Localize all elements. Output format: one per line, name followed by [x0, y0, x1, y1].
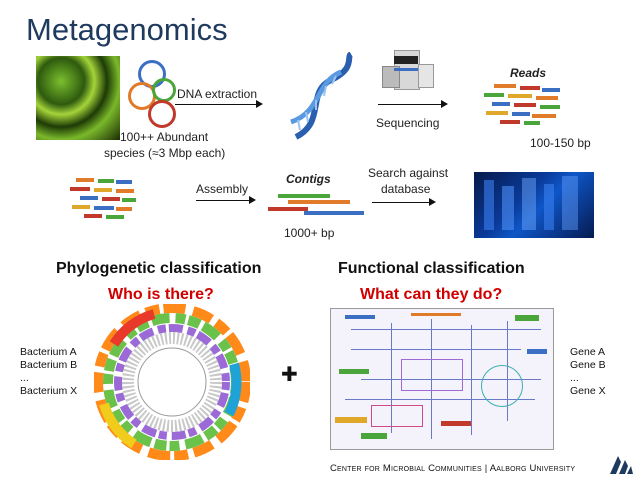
list-item: ...: [20, 372, 29, 384]
abundant-label-2: species (≈3 Mbp each): [104, 146, 226, 160]
footer: Center for Microbial Communities | Aalbo…: [330, 463, 575, 474]
assembly-arrow: [196, 196, 256, 204]
contig-length-label: 1000+ bp: [284, 226, 335, 240]
list-item: Gene A: [570, 346, 606, 358]
list-item: Bacterium A: [20, 346, 77, 358]
metabolic-map-icon: [330, 308, 554, 450]
footer-center-name: Center for Microbial Communities: [330, 463, 482, 474]
search-label-2: database: [381, 182, 431, 196]
reads-bars: [484, 84, 564, 126]
list-item: ...: [570, 372, 579, 384]
functional-question: What can they do?: [360, 286, 503, 303]
footer-separator: |: [484, 463, 488, 474]
contigs-bars: [268, 194, 368, 218]
sequencing-arrow: [378, 100, 448, 108]
aau-logo-icon: [610, 456, 633, 474]
list-item: Gene X: [570, 385, 606, 397]
phylogenetic-tree-icon: [94, 304, 250, 460]
dna-extraction-label: DNA extraction: [177, 87, 258, 101]
bacterium-list: Bacterium A Bacterium B ... Bacterium X: [20, 346, 77, 398]
assembly-label: Assembly: [196, 182, 249, 196]
phylogenetic-question: Who is there?: [108, 286, 214, 303]
database-server-icon: [474, 172, 594, 238]
search-arrow: [372, 198, 436, 206]
plus-icon: ✚: [281, 364, 298, 386]
list-item: Gene B: [570, 359, 606, 371]
microscopy-image: [36, 56, 120, 140]
abundant-label-1: 100++ Abundant: [120, 130, 209, 144]
list-item: Bacterium B: [20, 359, 78, 371]
extraction-arrow: [175, 100, 263, 108]
footer-university: Aalborg University: [489, 463, 576, 474]
phylogenetic-heading: Phylogenetic classification: [56, 260, 262, 277]
sequencer-icon: [380, 50, 434, 90]
read-length-label: 100-150 bp: [530, 136, 591, 150]
list-item: Bacterium X: [20, 385, 78, 397]
sequencing-label: Sequencing: [376, 116, 440, 130]
search-label-1: Search against: [368, 166, 449, 180]
contigs-label: Contigs: [286, 172, 331, 186]
gene-list: Gene A Gene B ... Gene X: [570, 346, 606, 398]
reads-label: Reads: [510, 66, 547, 80]
functional-heading: Functional classification: [338, 260, 525, 277]
page-title: Metagenomics: [26, 12, 228, 47]
cell-circles-icon: [128, 60, 184, 128]
assembly-reads-bars: [70, 178, 140, 220]
dna-helix-icon: [290, 52, 354, 140]
